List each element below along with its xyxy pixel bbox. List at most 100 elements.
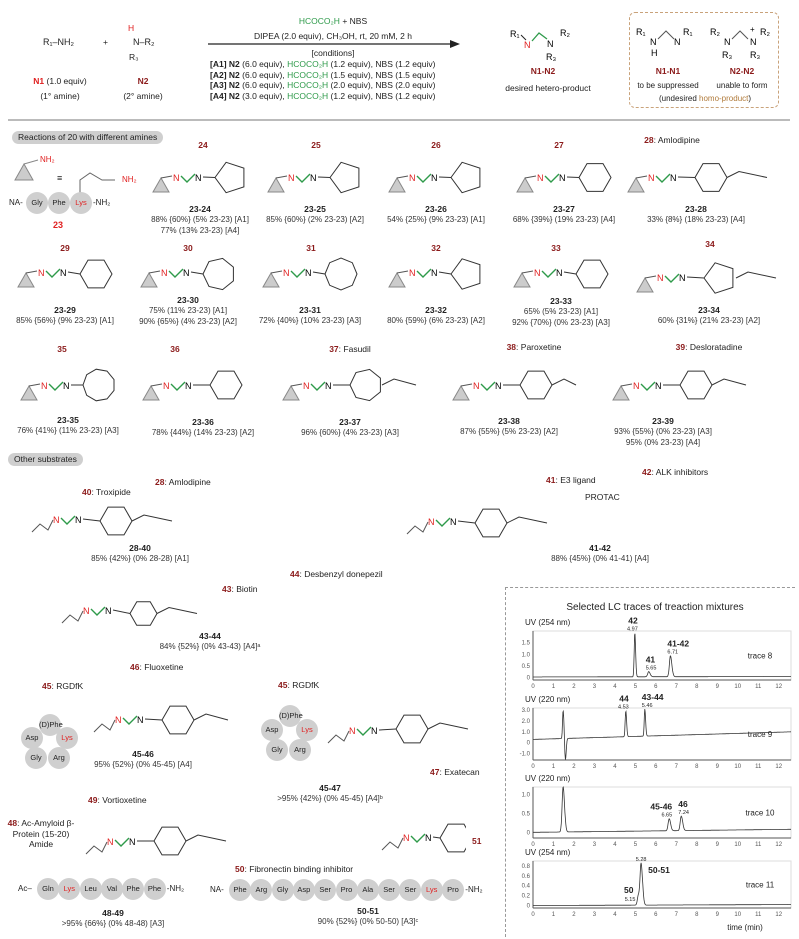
yield-text: 54% {25%} (9% 23-23) [A1] xyxy=(387,215,485,224)
trace-line xyxy=(533,633,791,678)
amine-ring xyxy=(474,508,508,538)
imine-nitrogen: N xyxy=(537,173,544,183)
imine-nitrogen: N xyxy=(115,715,122,725)
yield-text: >95% {66%} (0% 48-48) [A3] xyxy=(61,919,165,928)
yield-text: 76% {41%} (11% 23-23) [A3] xyxy=(17,426,119,435)
peak-rt-label: 5.46 xyxy=(642,703,653,709)
product-id: 23-33 xyxy=(550,296,572,306)
conditions-line: DIPEA (2.0 equiv), CH₃OH, rt, 20 mM, 2 h xyxy=(254,31,412,41)
homo-note: (undesired homo-product) xyxy=(658,94,752,103)
yield-text: 84% {52%} (0% 43-43) [A4]ᵃ xyxy=(159,642,261,651)
amine-nitrogen: N xyxy=(63,381,70,391)
amine-nitrogen: N xyxy=(75,515,82,525)
product-id: 45-46 xyxy=(132,749,154,759)
imine-nitrogen: N xyxy=(107,837,114,847)
n2-type: (2° amine) xyxy=(123,91,163,101)
compound-number: 51 xyxy=(472,836,482,846)
amine-ring xyxy=(395,714,429,744)
peptide-bead: Ser xyxy=(378,879,401,901)
detector-label: UV (220 nm) xyxy=(525,774,571,783)
peptide-bead: Phe xyxy=(229,879,251,901)
yield-text: 95% (0% 23-23) [A4] xyxy=(625,438,701,447)
cyclopropyl-icon xyxy=(282,384,300,401)
condition-a4: [A4] N2 (3.0 equiv), HCOCO₂H (1.2 equiv)… xyxy=(210,91,436,102)
cyclopropyl-icon xyxy=(152,176,170,193)
amine-ring xyxy=(519,370,553,400)
compound-label: 47: Exatecan xyxy=(430,767,480,777)
product-id: 23-35 xyxy=(57,415,79,425)
peak-compound-label: 46 xyxy=(678,799,688,809)
x-tick-label: 7 xyxy=(675,684,679,690)
product-id: 41-42 xyxy=(589,543,611,553)
peptide-bead: Arg xyxy=(48,747,70,769)
n2-formula: N–R₂ xyxy=(133,37,155,47)
compound-label: 37: Fasudil xyxy=(329,344,371,354)
y-tick-label: -1.0 xyxy=(520,752,531,758)
peptide-bead: Asp xyxy=(292,879,315,901)
svg-text:N: N xyxy=(547,39,554,49)
lys-sidechain xyxy=(79,172,115,193)
compound-number: 49 xyxy=(88,795,98,805)
formamidine-bond xyxy=(416,173,432,183)
x-tick-label: 12 xyxy=(775,684,782,690)
compound-label: 27 xyxy=(554,140,563,150)
svg-text:R₁: R₁ xyxy=(636,27,646,37)
svg-text:R₁: R₁ xyxy=(510,29,520,39)
peak-rt-label: 4.53 xyxy=(618,705,629,711)
n1-formula: R₁–NH₂ xyxy=(43,37,75,47)
amine-ring xyxy=(450,161,481,194)
compound-label: 44: Desbenzyl donepezil xyxy=(290,569,383,579)
product-id: 23-25 xyxy=(304,204,326,214)
cyclopropyl-icon xyxy=(516,176,534,193)
imine-nitrogen: N xyxy=(83,606,90,616)
amine-nitrogen: N xyxy=(371,726,378,736)
yield-text: 85% {60%} (2% 23-23) [A2] xyxy=(266,215,364,224)
compound-label: 42: ALK inhibitors xyxy=(642,467,708,477)
compound-name: : Fibronectin binding inhibitor xyxy=(244,864,354,874)
conditions-list: [A1] N2 (6.0 equiv), HCOCO₂H (1.2 equiv)… xyxy=(210,59,435,102)
chart-title: Selected LC traces of treaction mixtures xyxy=(566,602,743,613)
amine-nitrogen: N xyxy=(556,268,563,278)
substituent-bond xyxy=(427,722,469,730)
cyclopropyl-icon xyxy=(20,384,38,401)
product-id: 50-51 xyxy=(357,906,379,916)
cyclopropyl-icon xyxy=(142,384,160,401)
peptide-bead: Lys xyxy=(56,727,78,749)
imine-nitrogen: N xyxy=(173,173,180,183)
peptide-bead: Ala xyxy=(356,879,379,901)
peak-rt-label: 5.28 xyxy=(636,857,647,863)
x-tick-label: 8 xyxy=(695,912,699,918)
imine-nitrogen: N xyxy=(303,381,310,391)
cyclopropyl-icon xyxy=(452,384,470,401)
compound-number: 27 xyxy=(554,140,564,150)
yield-text: 65% (5% 23-23) [A1] xyxy=(523,307,599,316)
peptide-bead: Lys xyxy=(296,719,318,741)
alkyl-chain xyxy=(31,519,54,533)
product-desc: desired hetero-product xyxy=(505,83,591,93)
x-tick-label: 2 xyxy=(572,684,576,690)
detector-label: UV (220 nm) xyxy=(525,695,571,704)
amine-nitrogen: N xyxy=(129,837,136,847)
compound-number: 50 xyxy=(235,864,245,874)
x-tick-label: 12 xyxy=(775,912,782,918)
amine-nitrogen: N xyxy=(559,173,566,183)
compound-number: 46 xyxy=(130,662,140,672)
trace-name: trace 11 xyxy=(746,881,775,890)
compound-number: 43 xyxy=(222,584,232,594)
trace-name: trace 10 xyxy=(746,809,775,818)
yield-text: 85% {42%} (0% 28-28) [A1] xyxy=(91,554,189,563)
peptide-bead: (D)Phe xyxy=(39,714,63,736)
cyclopropyl-icon xyxy=(140,271,158,288)
compound-number: 44 xyxy=(290,569,300,579)
y-tick-label: 0.6 xyxy=(522,874,531,880)
compound-label: 29 xyxy=(60,243,69,253)
x-tick-label: 4 xyxy=(613,684,617,690)
alkyl-chain xyxy=(406,521,429,535)
peak-rt-label: 4.97 xyxy=(627,626,638,632)
substituent-bond xyxy=(551,378,577,386)
cyclopropyl-icon xyxy=(612,384,630,401)
y-tick-label: 1.5 xyxy=(522,641,531,647)
peak-rt-label: 5.15 xyxy=(625,897,636,903)
